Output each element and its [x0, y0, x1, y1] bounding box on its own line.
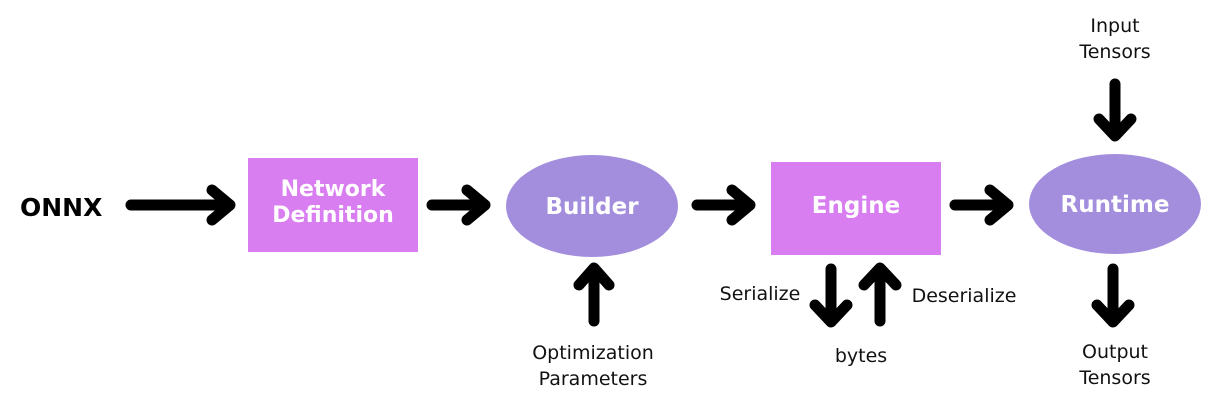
input-tensors-label-line1: Input [1090, 15, 1139, 37]
deserialize-arrow-up [858, 262, 902, 327]
builder-node: Builder [506, 155, 678, 257]
arrow-onnx-to-network [125, 184, 236, 226]
onnx-label: ONNX [20, 193, 102, 222]
network-definition-node: Network Definition [248, 158, 418, 252]
arrow-network-to-builder [426, 184, 491, 226]
arrow-params-to-builder [573, 262, 615, 327]
engine-label: Engine [812, 193, 900, 219]
arrow-builder-to-engine [691, 184, 756, 226]
builder-label: Builder [545, 194, 639, 220]
arrow-runtime-to-output [1091, 263, 1135, 328]
builder-ellipse [506, 155, 678, 257]
network-definition-label-line2: Definition [272, 203, 394, 228]
serialize-arrow-down [809, 263, 853, 328]
output-tensors-label-line1: Output [1082, 341, 1148, 363]
runtime-node: Runtime [1029, 154, 1201, 254]
output-tensors-label-line2: Tensors [1078, 367, 1150, 389]
engine-node: Engine [771, 162, 941, 255]
serialize-label: Serialize [720, 283, 801, 305]
runtime-ellipse [1029, 154, 1201, 254]
optimization-parameters-label-line1: Optimization [532, 342, 654, 364]
optimization-parameters-label-line2: Parameters [539, 368, 648, 390]
network-definition-box [248, 158, 418, 252]
arrow-engine-to-runtime [949, 184, 1014, 226]
network-definition-label-line1: Network [281, 177, 387, 202]
runtime-label: Runtime [1061, 192, 1170, 218]
input-tensors-label-line2: Tensors [1078, 41, 1150, 63]
arrow-input-to-runtime [1093, 78, 1137, 142]
engine-box [771, 162, 941, 255]
bytes-label: bytes [835, 345, 887, 367]
deserialize-label: Deserialize [912, 285, 1017, 307]
